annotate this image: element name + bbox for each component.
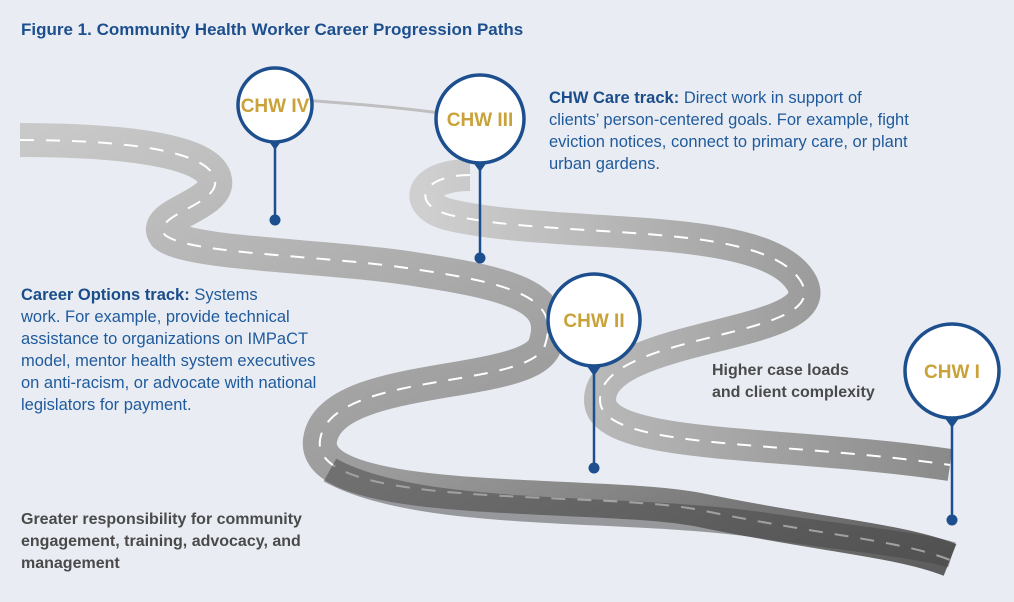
chw-ii-label: CHW II <box>563 311 624 332</box>
chw-care-track-label: CHW Care track: <box>549 89 680 107</box>
figure-title: Figure 1. Community Health Worker Career… <box>21 20 524 39</box>
higher-case-line-2: and client complexity <box>712 384 875 401</box>
chw-iv-label: CHW IV <box>241 96 310 117</box>
chw-i-marker: CHW I <box>903 322 1001 526</box>
career-options-line-1: Systems <box>194 286 258 304</box>
career-options-line-3: assistance to organizations on IMPaCT <box>21 330 309 348</box>
career-options-track-label: Career Options track: <box>21 286 190 304</box>
chw-care-line-4: urban gardens. <box>549 155 660 173</box>
greater-resp-line-2: engagement, training, advocacy, and <box>21 533 301 550</box>
chw-care-line-1: Direct work in support of <box>683 89 862 107</box>
career-options-line-6: legislators for payment. <box>21 396 192 414</box>
chw-iii-label: CHW III <box>447 110 514 131</box>
greater-resp-line-3: management <box>21 555 120 572</box>
career-options-track-text: Career Options track: Systems work. For … <box>21 284 361 416</box>
greater-responsibility-text: Greater responsibility for community eng… <box>21 509 302 575</box>
chw-iv-marker: CHW IV <box>236 66 314 226</box>
chw-care-line-3: eviction notices, connect to primary car… <box>549 133 908 151</box>
chw-care-line-2: clients’ person-centered goals. For exam… <box>549 111 909 129</box>
career-options-line-4: model, mentor health system executives <box>21 352 316 370</box>
chw-i-label: CHW I <box>924 362 980 383</box>
higher-case-loads-text: Higher case loads and client complexity <box>712 360 875 404</box>
greater-resp-line-1: Greater responsibility for community <box>21 511 302 528</box>
career-options-line-2: work. For example, provide technical <box>21 308 290 326</box>
road-bottom <box>323 458 956 568</box>
career-options-line-5: on anti-racism, or advocate with nationa… <box>21 374 317 392</box>
chw-ii-marker: CHW II <box>546 272 642 474</box>
chw-care-track-text: CHW Care track: Direct work in support o… <box>549 87 969 175</box>
higher-case-line-1: Higher case loads <box>712 362 849 379</box>
chw-iii-marker: CHW III <box>434 73 526 264</box>
road-right <box>409 159 953 481</box>
